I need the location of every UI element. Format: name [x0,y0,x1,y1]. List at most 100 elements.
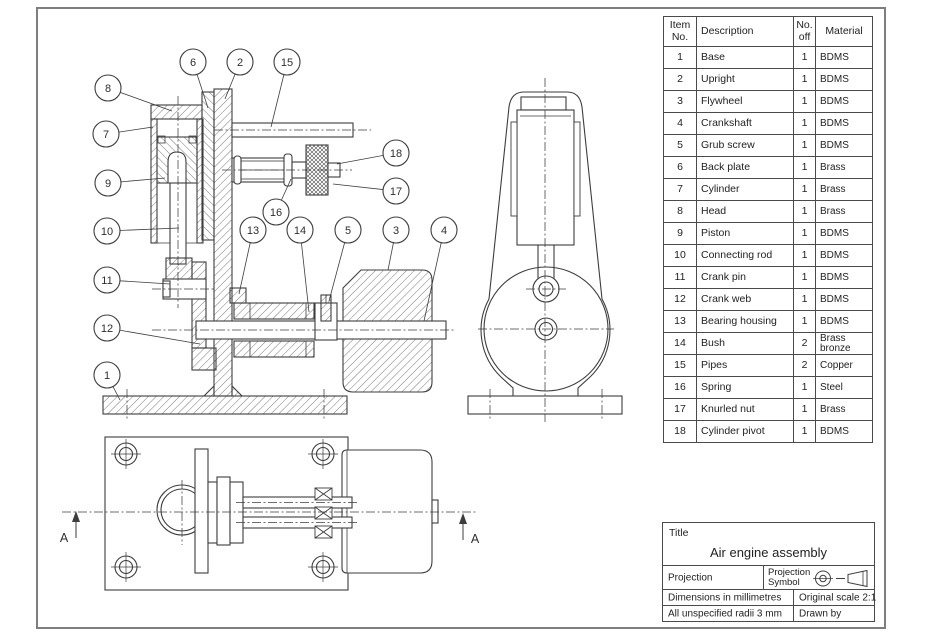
cell-description: Piston [696,222,794,245]
projection-symbol-cell: Projection Symbol [763,565,875,590]
svg-text:6: 6 [190,57,196,69]
cell-material: BDMS [815,244,873,267]
front-view [467,78,623,422]
cell-qty: 1 [793,200,816,223]
cell-description: Upright [696,68,794,91]
cell-description: Base [696,46,794,69]
balloon-14: 14 [286,216,314,313]
svg-text:1: 1 [104,370,110,382]
scale-note: Original scale 2:1 [799,592,877,603]
title-cell: Title Air engine assembly [662,522,875,566]
cell-description: Bush [696,332,794,355]
crank-web-section [191,261,217,371]
svg-text:9: 9 [105,178,111,190]
cell-qty: 2 [793,332,816,355]
drawn-by-label: Drawn by [799,608,842,619]
cell-description: Pipes [696,354,794,377]
cell-qty: 1 [793,134,816,157]
svg-text:16: 16 [270,207,282,219]
cell-description: Bearing housing [696,310,794,333]
plan-view: A A [60,436,480,591]
svg-text:13: 13 [247,225,259,237]
cell-qty: 1 [793,68,816,91]
drawn-by-cell: Drawn by [793,605,875,622]
balloon-16: 16 [262,178,292,226]
head-section [150,104,203,120]
section-marker-right: A [459,513,480,546]
cell-qty: 1 [793,420,816,443]
bush-section [249,303,307,357]
col-header-material: Material [815,16,873,47]
cell-item: 16 [663,376,697,399]
cell-item: 10 [663,244,697,267]
cell-description: Cylinder pivot [696,420,794,443]
section-marker-left: A [60,511,80,545]
cell-item: 8 [663,200,697,223]
table-header-row: Item No. Description No. off Material [663,16,873,47]
cell-material: Copper [815,354,873,377]
svg-text:8: 8 [105,83,111,95]
cell-item: 17 [663,398,697,421]
cell-qty: 1 [793,266,816,289]
svg-text:3: 3 [393,225,399,237]
col-header-description: Description [696,16,794,47]
cell-qty: 1 [793,398,816,421]
cell-material: Steel [815,376,873,399]
cell-qty: 1 [793,222,816,245]
cell-description: Crankshaft [696,112,794,135]
balloon-2: 2 [224,48,254,100]
rod-big-end-section [165,257,193,283]
balloon-7: 7 [92,120,154,148]
cell-description: Connecting rod [696,244,794,267]
cell-qty: 1 [793,90,816,113]
back-plate-section [201,91,215,241]
bearing-housing-section [229,287,315,358]
cell-material: Brass [815,398,873,421]
cell-qty: 1 [793,244,816,267]
cell-material: BDMS [815,310,873,333]
cell-item: 14 [663,332,697,355]
flange-stack-plan [207,476,244,546]
cell-item: 18 [663,420,697,443]
upright-section [202,88,244,397]
cell-item: 2 [663,68,697,91]
cell-description: Knurled nut [696,398,794,421]
cell-material: BDMS [815,266,873,289]
svg-text:10: 10 [101,226,113,238]
dimensions-note-cell: Dimensions in millimetres [662,589,794,606]
upright-plan [194,448,209,574]
scale-note-cell: Original scale 2:1 [793,589,877,606]
balloon-12: 12 [93,314,201,345]
cell-material: BDMS [815,90,873,113]
cell-description: Head [696,200,794,223]
cell-description: Cylinder [696,178,794,201]
cell-item: 1 [663,46,697,69]
cell-material: BDMS [815,112,873,135]
cell-qty: 1 [793,376,816,399]
cell-qty: 2 [793,354,816,377]
cell-material: BDMS [815,420,873,443]
balloon-4: 4 [423,216,458,322]
balloon-17: 17 [332,177,410,205]
cell-material: BDMS [815,222,873,245]
svg-text:15: 15 [281,57,293,69]
balloon-13: 13 [238,216,267,295]
cell-qty: 1 [793,112,816,135]
cell-description: Spring [696,376,794,399]
projection-cell: Projection [662,565,764,590]
svg-text:12: 12 [101,323,113,335]
cell-material: BDMS [815,288,873,311]
cell-item: 15 [663,354,697,377]
grub-screw-section [320,294,332,322]
section-label-a-left: A [60,531,69,545]
sheet-border-frame [36,7,886,629]
balloon-callouts: 1 12 11 10 9 [92,48,458,401]
